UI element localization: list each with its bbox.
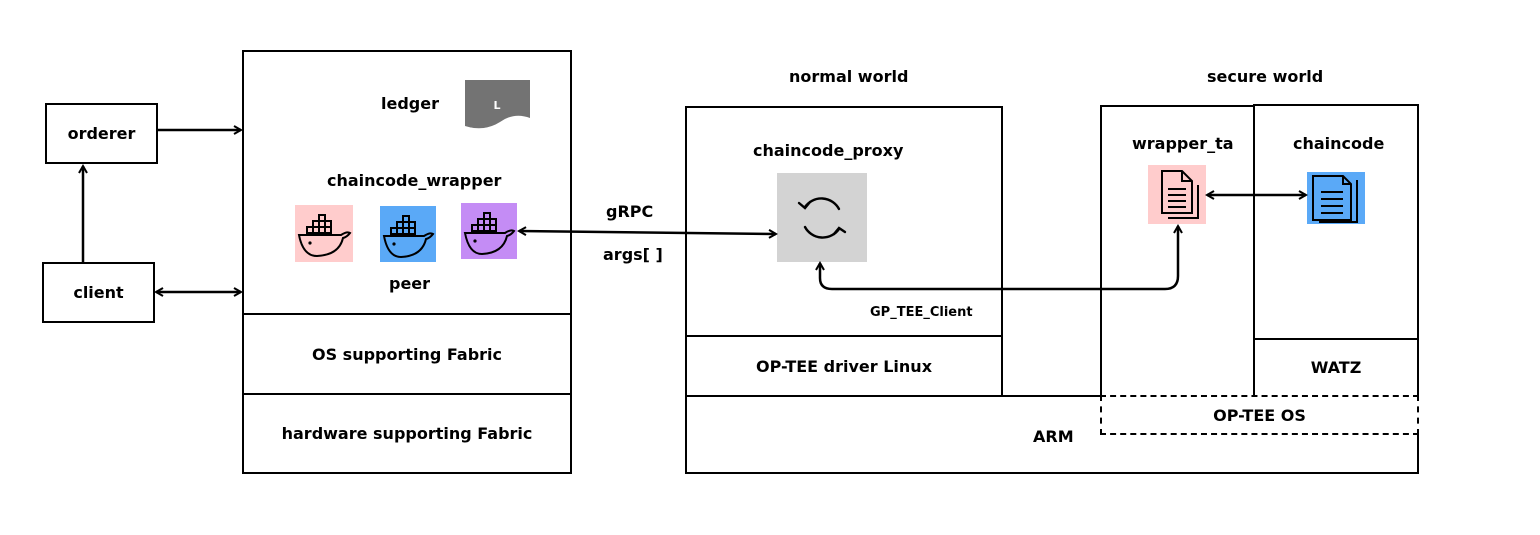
normal-world-label: normal world — [789, 67, 909, 86]
gp-tee-client-arrow — [820, 226, 1178, 291]
chaincode-wrapper-label: chaincode_wrapper — [327, 171, 502, 190]
ledger-label: ledger — [381, 94, 439, 113]
os-layer-label: OS supporting Fabric — [311, 344, 503, 364]
ledger-icon-letter: L — [493, 99, 500, 112]
watz-label: WATZ — [1310, 358, 1362, 377]
client-label: client — [73, 283, 124, 302]
optee-driver-label: OP-TEE driver Linux — [755, 356, 933, 376]
watz-layer: WATZ — [1253, 338, 1419, 397]
hardware-layer-label: hardware supporting Fabric — [281, 424, 533, 443]
hardware-layer: hardware supporting Fabric — [242, 393, 572, 474]
args-edge-label: args[ ] — [603, 245, 663, 264]
document-pink-icon — [1148, 165, 1206, 224]
chaincode-proxy-label: chaincode_proxy — [753, 141, 904, 160]
ledger-icon: L — [465, 80, 530, 129]
client-node: client — [42, 262, 155, 323]
gp-tee-client-label: GP_TEE_Client — [870, 305, 973, 320]
grpc-edge-label: gRPC — [606, 202, 654, 221]
peer-label: peer — [389, 274, 431, 293]
orderer-node: orderer — [45, 103, 158, 164]
optee-os-label: OP-TEE OS — [1213, 405, 1306, 425]
document-blue-icon — [1307, 172, 1365, 224]
arm-label: ARM — [1033, 427, 1074, 446]
docker-blue-icon — [380, 206, 436, 262]
grpc-arrow — [519, 231, 776, 234]
wrapper-ta-label: wrapper_ta — [1132, 134, 1234, 153]
optee-os-layer: OP-TEE OS — [1100, 395, 1419, 435]
optee-driver-layer: OP-TEE driver Linux — [685, 335, 1003, 397]
docker-purple-icon — [461, 203, 517, 259]
orderer-label: orderer — [67, 124, 136, 143]
chaincode-label: chaincode — [1293, 134, 1385, 153]
secure-world-label: secure world — [1207, 67, 1324, 86]
docker-pink-icon — [295, 205, 353, 262]
